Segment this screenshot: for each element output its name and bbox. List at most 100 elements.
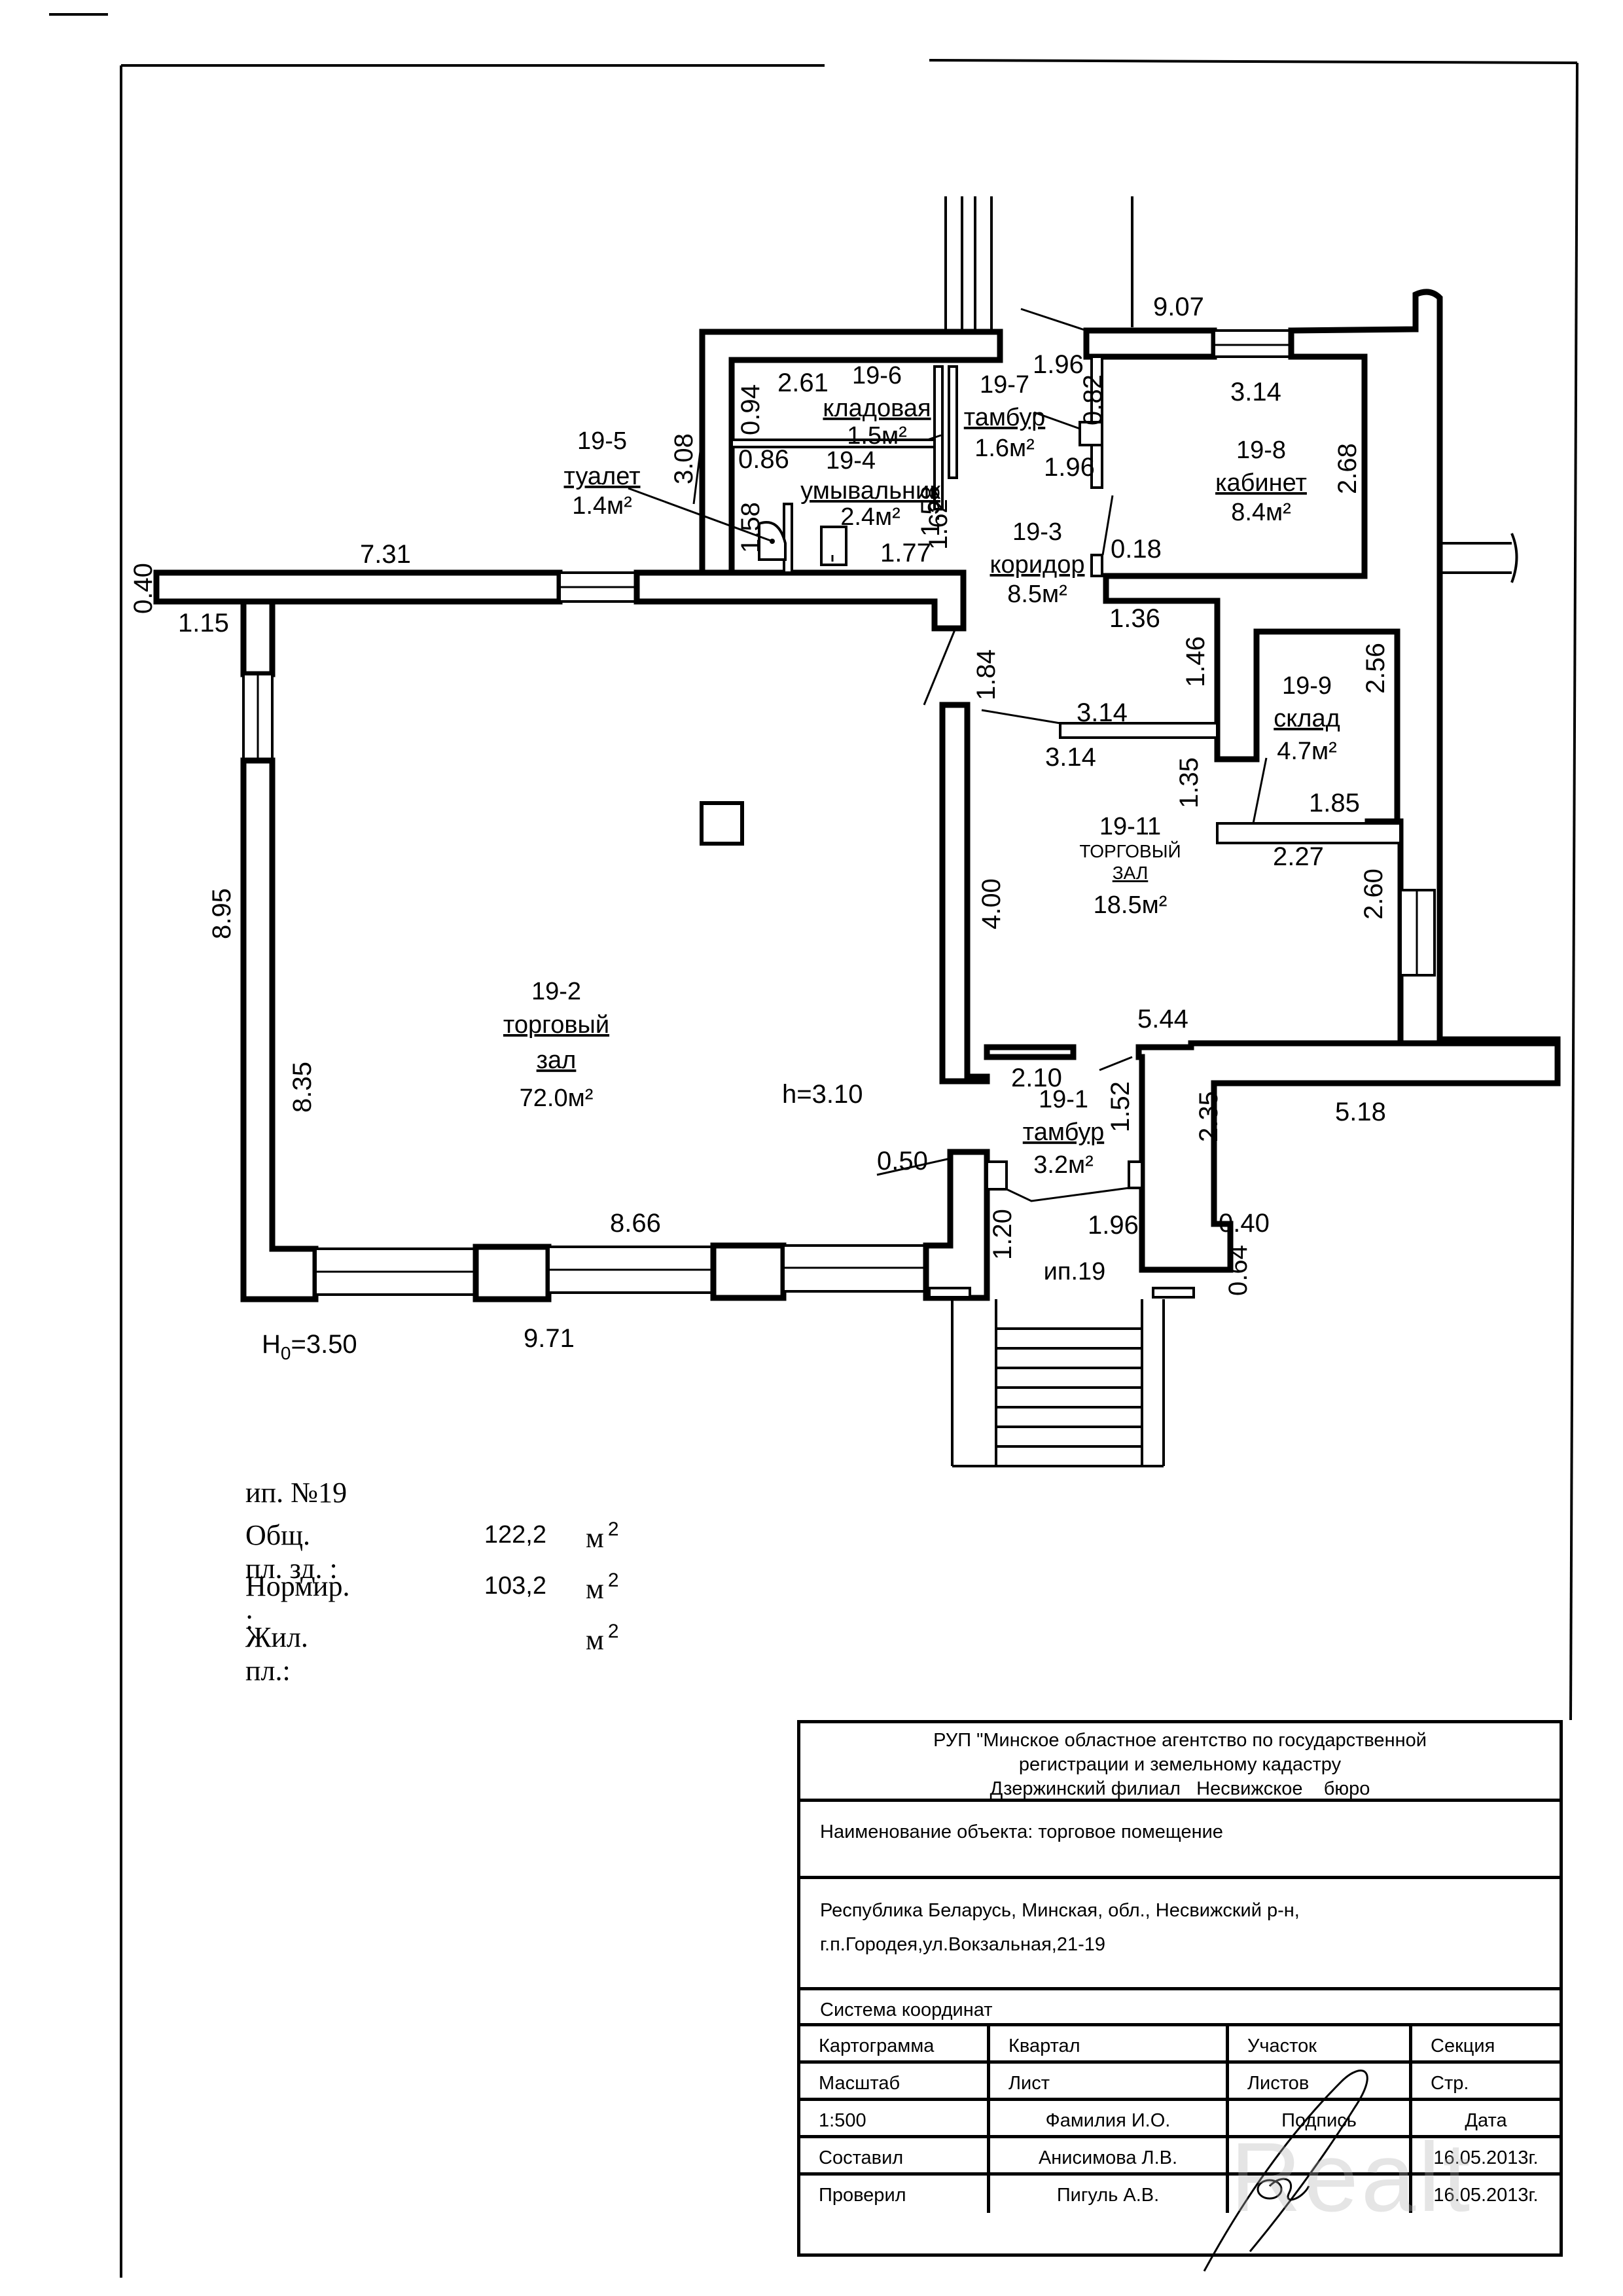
cell-compiled-name: Анисимова Л.В. — [990, 2138, 1229, 2176]
room-area: 1.6м² — [974, 435, 1035, 462]
address: Республика Беларусь, Минская, обл., Несв… — [800, 1879, 1560, 1990]
dim-5-44: 5.44 — [1137, 1005, 1188, 1033]
sink-fixture-icon — [820, 526, 847, 566]
room-id: 19-4 — [826, 447, 876, 475]
dim-5-18: 5.18 — [1335, 1098, 1386, 1126]
cell-compiled-signature — [1229, 2138, 1412, 2176]
room-19-11-label: 19-11 ТОРГОВЫЙ ЗАЛ 18.5м² — [1079, 813, 1181, 919]
dim-1-46: 1.46 — [1181, 636, 1210, 687]
window-top-19-8 — [1213, 329, 1293, 358]
room-id: 19-7 — [980, 371, 1029, 399]
column-19-2 — [700, 801, 744, 846]
door-jamb-19-7 — [1079, 421, 1103, 446]
cell-page: Стр. — [1412, 2064, 1560, 2101]
dim-9-07: 9.07 — [1153, 293, 1204, 321]
dim-1-96c: 1.96 — [1088, 1211, 1139, 1240]
dim-3-14c: 3.14 — [1045, 743, 1096, 772]
frame-top-right — [929, 59, 1578, 64]
partition-19-7-left — [948, 365, 958, 479]
dim-2-27: 2.27 — [1273, 842, 1324, 871]
room-id: 19-9 — [1282, 672, 1332, 700]
room-name: туалет — [564, 463, 641, 490]
room-id: 19-6 — [852, 362, 902, 389]
cell-sheet: Лист — [990, 2064, 1229, 2101]
dim-1-15: 1.15 — [178, 609, 229, 637]
unit-exp: 2 — [607, 1621, 619, 1642]
height-outer: H0=3.50 — [262, 1330, 357, 1363]
room-name: тамбур — [964, 404, 1045, 431]
room-19-5-label: 19-5 туалет 1.4м² — [564, 427, 641, 520]
pier-bottom-2 — [710, 1242, 787, 1301]
door-swing-19-7-b — [1033, 411, 1080, 430]
jamb-19-1-right — [1128, 1160, 1143, 1189]
room-name: кладовая — [823, 395, 931, 422]
room-id: 19-5 — [577, 427, 627, 455]
room-area: 3.2м² — [1033, 1151, 1094, 1179]
dim-1-58a: 1.58 — [736, 502, 765, 553]
unit-exp: 2 — [607, 1570, 619, 1591]
height-outer-sub: 0 — [281, 1343, 291, 1363]
room-name: ТОРГОВЫЙ — [1079, 841, 1181, 861]
pier-bottom-1 — [473, 1244, 552, 1302]
dim-2-10: 2.10 — [1011, 1064, 1062, 1092]
organization: РУП "Минское областное агентство по госу… — [800, 1723, 1560, 1802]
room-id: 19-3 — [1012, 518, 1062, 546]
room-area: 1.4м² — [572, 492, 632, 520]
room-name-2: зал — [537, 1047, 577, 1074]
dim-0-94: 0.94 — [736, 384, 765, 435]
coordinate-system: Система координат — [800, 1990, 1560, 2026]
dim-1-58b: 1.58 — [916, 486, 945, 537]
dim-0-82: 0.82 — [1079, 374, 1107, 425]
cell-compiled-date: 16.05.2013г. — [1412, 2138, 1560, 2176]
unit: м — [586, 1624, 604, 1656]
cell-plot: Участок — [1229, 2026, 1412, 2064]
dim-1-85: 1.85 — [1309, 789, 1360, 817]
room-area: 8.4м² — [1231, 499, 1291, 526]
leader-0-50 — [876, 1157, 951, 1176]
dim-1-96b: 1.96 — [1044, 453, 1095, 482]
cell-checked-label: Проверил — [800, 2176, 990, 2213]
dim-1-96a: 1.96 — [1033, 350, 1084, 379]
wall-left-19-2 — [240, 598, 276, 677]
wall-19-1-top — [984, 1044, 1077, 1060]
room-area: 18.5м² — [1094, 891, 1168, 919]
summary-value: 103,2 — [484, 1572, 546, 1600]
wall-left-19-2-lower — [240, 757, 319, 1302]
summary-value: 122,2 — [484, 1521, 546, 1549]
room-19-3-label: 19-3 коридор 8.5м² — [990, 518, 1085, 608]
door-swing-19-4 — [692, 451, 702, 505]
room-id: 19-2 — [531, 978, 581, 1005]
dim-2-60: 2.60 — [1359, 869, 1388, 920]
room-area: 4.7м² — [1277, 738, 1337, 765]
room-name: коридор — [990, 551, 1085, 579]
door-jamb-19-3 — [1090, 554, 1103, 577]
dim-8-35: 8.35 — [288, 1062, 317, 1113]
frame-right — [1569, 62, 1578, 1721]
org-line-3: Дзержинский филиал Несвижское бюро — [990, 1778, 1370, 1799]
dim-2-68: 2.68 — [1333, 443, 1362, 494]
room-area: 1.5м² — [847, 422, 907, 450]
dim-0-18: 0.18 — [1111, 535, 1162, 564]
room-19-6-label: 19-6 кладовая 1.5м² — [823, 362, 931, 450]
cell-compiled-label: Составил — [800, 2138, 990, 2176]
dim-7-31: 7.31 — [360, 540, 411, 569]
dim-1-52: 1.52 — [1106, 1081, 1135, 1132]
room-name-2: ЗАЛ — [1113, 863, 1149, 883]
partition-19-9-19-11 — [1216, 822, 1402, 844]
dim-1-20: 1.20 — [988, 1209, 1017, 1260]
summary-label: Жил. пл.: — [245, 1621, 308, 1687]
title-grid: Картограмма Квартал Участок Секция Масшт… — [800, 2026, 1560, 2213]
dim-8-66: 8.66 — [610, 1209, 661, 1238]
room-19-8-label: 19-8 кабинет 8.4м² — [1215, 437, 1307, 526]
wall-19-2-19-11 — [939, 702, 990, 1085]
dim-0-50: 0.50 — [877, 1147, 928, 1175]
door-swing-19-7 — [1020, 308, 1087, 332]
cell-date-header: Дата — [1412, 2101, 1560, 2138]
dim-3-14b: 3.14 — [1077, 698, 1128, 727]
unit-exp: 2 — [607, 1518, 619, 1540]
cell-checked-signature — [1229, 2176, 1412, 2213]
